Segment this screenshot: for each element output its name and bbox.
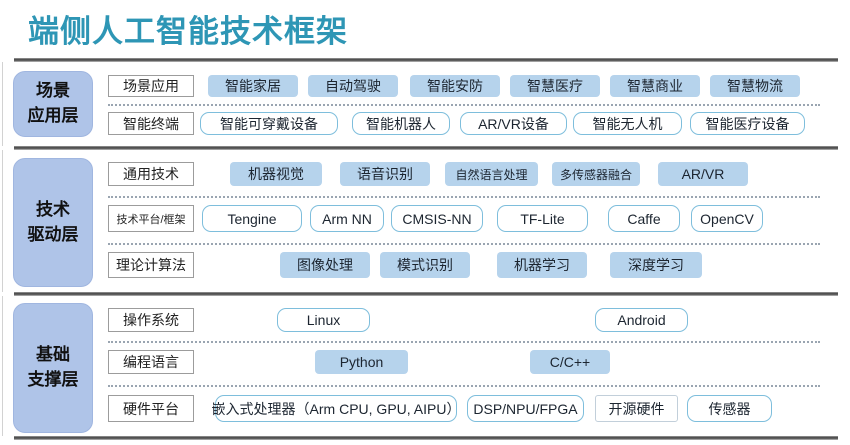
chip-image-processing: 图像处理 — [280, 252, 370, 278]
chip-cmsis-nn: CMSIS-NN — [391, 205, 483, 232]
divider-layer2-layer3 — [14, 292, 838, 296]
layer-label-foundation-support: 基础 支撑层 — [13, 303, 93, 433]
row-label-theory-algorithm: 理论计算法 — [108, 252, 194, 278]
chip-machine-learning: 机器学习 — [497, 252, 587, 278]
chip-smart-security: 智能安防 — [410, 75, 500, 97]
row-hardware-platform: 硬件平台 嵌入式处理器（Arm CPU, GPU, AIPU） DSP/NPU/… — [0, 395, 850, 422]
layer-label-line2: 驱动层 — [27, 224, 79, 244]
layer-left-edge — [2, 150, 3, 292]
chip-smart-drone: 智能无人机 — [573, 112, 682, 135]
chip-smart-healthcare: 智慧医疗 — [510, 75, 600, 97]
chip-smart-business: 智慧商业 — [610, 75, 700, 97]
chip-tengine: Tengine — [202, 205, 302, 232]
chip-autonomous-driving: 自动驾驶 — [308, 75, 398, 97]
dotted-separator — [108, 196, 820, 198]
chip-embedded-processor: 嵌入式处理器（Arm CPU, GPU, AIPU） — [212, 395, 460, 422]
layer-label-scenario-application: 场景 应用层 — [13, 71, 93, 137]
chip-arm-nn: Arm NN — [310, 205, 384, 232]
chip-smart-robot: 智能机器人 — [352, 112, 450, 135]
chip-smart-logistics: 智慧物流 — [710, 75, 800, 97]
layer-label-line1: 技术 — [36, 199, 70, 219]
row-label-scenario-application: 场景应用 — [108, 75, 194, 97]
dotted-separator — [108, 341, 820, 343]
layer-left-edge — [2, 62, 3, 146]
row-label-smart-terminal: 智能终端 — [108, 112, 194, 135]
chip-nlp: 自然语言处理 — [445, 162, 538, 186]
chip-pattern-recognition: 模式识别 — [380, 252, 470, 278]
layer-foundation-support: 基础 支撑层 操作系统 Linux Android 编程语言 Python C/… — [0, 296, 850, 436]
row-smart-terminals: 智能终端 智能可穿戴设备 智能机器人 AR/VR设备 智能无人机 智能医疗设备 — [0, 112, 850, 135]
row-theory-algorithms: 理论计算法 图像处理 模式识别 机器学习 深度学习 — [0, 252, 850, 278]
chip-dsp-npu-fpga: DSP/NPU/FPGA — [467, 395, 584, 422]
row-label-tech-platform-framework: 技术平台/框架 — [108, 205, 194, 232]
row-programming-language: 编程语言 Python C/C++ — [0, 350, 850, 374]
chip-smart-home: 智能家居 — [208, 75, 298, 97]
layer-label-line2: 支撑层 — [27, 370, 79, 389]
chip-tf-lite: TF-Lite — [497, 205, 588, 232]
chip-opencv: OpenCV — [691, 205, 763, 232]
chip-wearable-devices: 智能可穿戴设备 — [200, 112, 338, 135]
layer-label-line1: 场景 — [36, 81, 70, 101]
chip-android: Android — [595, 308, 688, 332]
layer-label-line2: 应用层 — [27, 106, 79, 125]
divider-bottom — [14, 436, 838, 440]
chip-smart-medical-devices: 智能医疗设备 — [690, 112, 805, 135]
layer-technology-driver: 技术 驱动层 通用技术 机器视觉 语音识别 自然语言处理 多传感器融合 AR/V… — [0, 150, 850, 292]
page-title: 端侧人工智能技术框架 — [28, 14, 348, 50]
row-label-general-technology: 通用技术 — [108, 162, 194, 186]
chip-ar-vr: AR/VR — [658, 162, 748, 186]
divider-layer1-layer2 — [14, 146, 838, 150]
dotted-separator — [108, 243, 820, 245]
row-label-programming-language: 编程语言 — [108, 350, 194, 374]
row-scenario-apps: 场景应用 智能家居 自动驾驶 智能安防 智慧医疗 智慧商业 智慧物流 — [0, 75, 850, 97]
dotted-separator — [108, 104, 820, 106]
row-tech-platform-framework: 技术平台/框架 Tengine Arm NN CMSIS-NN TF-Lite … — [0, 205, 850, 232]
dotted-separator — [108, 385, 820, 387]
divider-title — [14, 58, 838, 62]
chip-machine-vision: 机器视觉 — [230, 162, 322, 186]
layer-scenario-application: 场景 应用层 场景应用 智能家居 自动驾驶 智能安防 智慧医疗 智慧商业 智慧物… — [0, 62, 850, 146]
row-general-technology: 通用技术 机器视觉 语音识别 自然语言处理 多传感器融合 AR/VR — [0, 162, 850, 186]
chip-ar-vr-devices: AR/VR设备 — [460, 112, 567, 135]
chip-speech-recognition: 语音识别 — [340, 162, 430, 186]
chip-caffe: Caffe — [608, 205, 680, 232]
layer-label-line1: 基础 — [36, 345, 70, 365]
chip-sensor: 传感器 — [687, 395, 772, 422]
chip-python: Python — [315, 350, 408, 374]
row-label-hardware-platform: 硬件平台 — [108, 395, 194, 422]
chip-c-cpp: C/C++ — [530, 350, 610, 374]
chip-multi-sensor-fusion: 多传感器融合 — [552, 162, 640, 186]
chip-linux: Linux — [277, 308, 370, 332]
layer-left-edge — [2, 296, 3, 436]
chip-deep-learning: 深度学习 — [610, 252, 702, 278]
row-operating-system: 操作系统 Linux Android — [0, 308, 850, 332]
row-label-operating-system: 操作系统 — [108, 308, 194, 332]
chip-open-source-hardware: 开源硬件 — [595, 395, 678, 422]
layer-label-technology-driver: 技术 驱动层 — [13, 158, 93, 287]
